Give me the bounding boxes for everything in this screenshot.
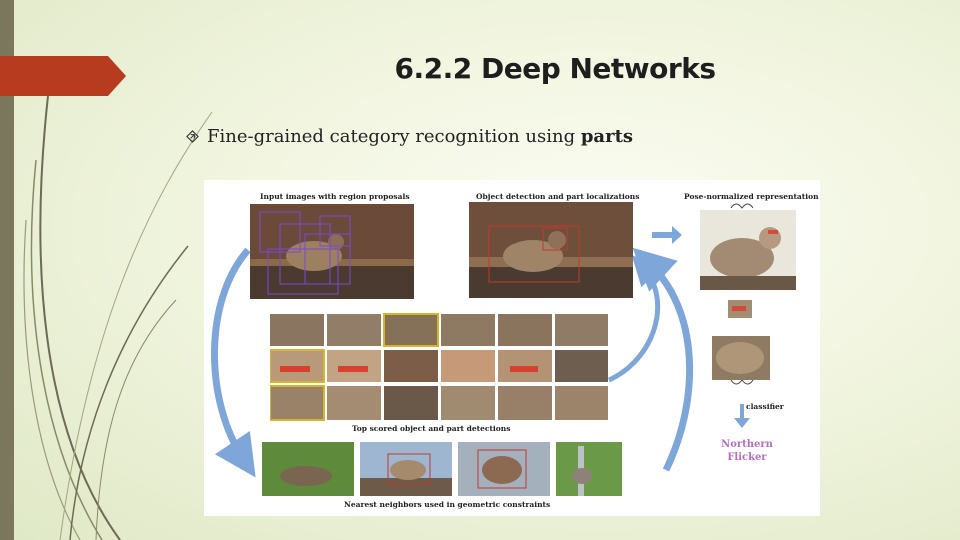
pose-photo-main: [700, 210, 796, 290]
label-nearest-neighbors: Nearest neighbors used in geometric cons…: [344, 500, 551, 509]
label-input-images: Input images with region proposals: [260, 192, 410, 201]
detection-grid: [270, 312, 608, 422]
slide-title: 6.2.2 Deep Networks: [394, 52, 717, 85]
neighbor-photo-1: [262, 442, 354, 496]
detection-photo: [469, 202, 633, 298]
result-line2: Flicker: [727, 452, 767, 463]
diamond-arrow-icon: [186, 130, 199, 143]
neighbor-photo-4: [556, 442, 622, 496]
left-accent-strip: [0, 0, 14, 540]
label-classifier: classifier: [746, 402, 784, 411]
bullet-text-bold: parts: [580, 126, 634, 147]
pose-photo-body: [712, 336, 770, 380]
decorative-curves: [23, 95, 213, 540]
title-accent-tab: [0, 56, 126, 96]
bullet-text-main: Fine-grained category recognition using: [207, 126, 581, 147]
result-label: Northern Flicker: [712, 438, 782, 464]
pose-photo-head: [728, 300, 752, 318]
label-top-scored: Top scored object and part detections: [352, 424, 511, 433]
flow-arrows: [211, 203, 754, 478]
pipeline-figure: Input images with region proposals Objec…: [204, 180, 820, 516]
label-object-detection: Object detection and part localizations: [476, 192, 640, 201]
input-photo: [250, 204, 414, 299]
neighbor-photo-3: [458, 442, 550, 496]
neighbor-photo-2: [360, 442, 452, 496]
result-line1: Northern: [721, 439, 773, 450]
bullet-text: Fine-grained category recognition using …: [207, 126, 633, 147]
label-pose-normalized: Pose-normalized representation: [684, 192, 819, 201]
bullet-item: Fine-grained category recognition using …: [186, 126, 633, 147]
